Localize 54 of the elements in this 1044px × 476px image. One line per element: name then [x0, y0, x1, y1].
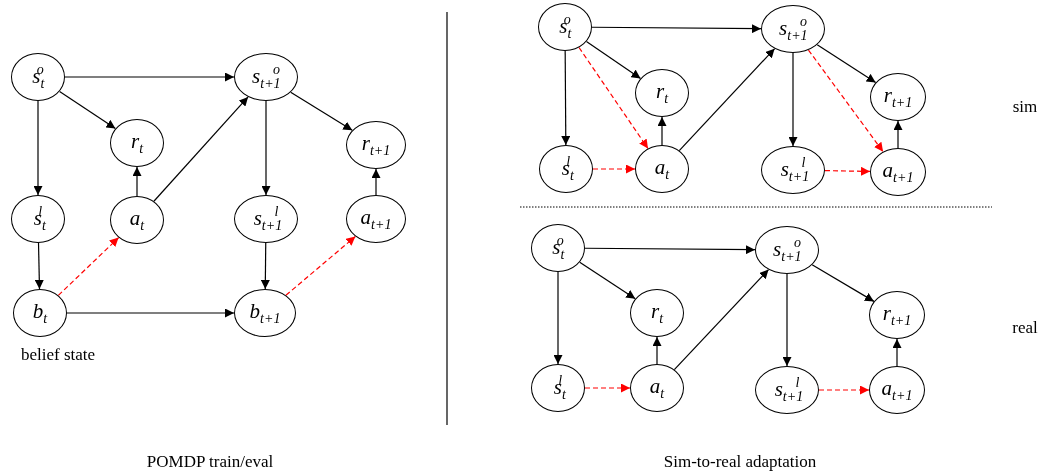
- variable-symbol: b$_{t}$: [32, 300, 48, 326]
- arrow: [818, 385, 870, 395]
- arrow: [579, 261, 636, 300]
- arrow: [553, 271, 563, 365]
- arrow: [132, 166, 142, 197]
- variable-symbol: a$_{t}$: [654, 156, 670, 182]
- panel-caption: Sim-to-real adaptation: [663, 452, 817, 472]
- node-caption: belief state: [20, 345, 96, 365]
- variable-symbol: r$_{t+1}$: [883, 84, 913, 110]
- variable-symbol: r$_{t+1}$: [882, 302, 912, 328]
- variable-symbol: r$_{t}$: [650, 300, 664, 326]
- arrow: [578, 46, 649, 150]
- arrow: [153, 96, 249, 202]
- variable-symbol: a$_{t+1}$: [881, 377, 913, 403]
- arrow: [584, 383, 631, 393]
- arrow: [64, 72, 235, 82]
- arrow: [290, 91, 353, 131]
- arrow: [788, 52, 798, 147]
- row-label: real: [1012, 318, 1038, 338]
- arrow: [678, 48, 776, 152]
- variable-symbol: r$_{t}$: [655, 80, 669, 106]
- arrow: [811, 264, 875, 302]
- arrow: [892, 338, 902, 367]
- arrow: [585, 41, 642, 79]
- arrow: [652, 336, 662, 365]
- arrow: [260, 242, 270, 290]
- variable-symbol: r$_{t+1}$: [361, 132, 391, 158]
- arrow: [34, 242, 44, 290]
- variable-symbol: a$_{t+1}$: [882, 159, 914, 185]
- variable-symbol: r$_{t}$: [130, 130, 144, 156]
- arrow: [261, 100, 271, 196]
- arrow: [66, 308, 235, 318]
- variable-symbol: a$_{t+1}$: [360, 206, 392, 232]
- row-label: sim: [1012, 97, 1038, 117]
- arrow: [824, 166, 871, 176]
- arrow: [285, 235, 356, 296]
- arrow: [592, 164, 636, 174]
- variable-symbol: b$_{t+1}$: [249, 300, 281, 326]
- arrow: [591, 24, 762, 34]
- arrow: [816, 44, 877, 84]
- arrow: [371, 168, 381, 196]
- variable-symbol: a$_{t}$: [129, 207, 145, 233]
- arrow: [807, 49, 884, 153]
- arrow: [657, 116, 667, 146]
- arrow: [584, 245, 756, 255]
- arrow: [57, 237, 120, 296]
- arrow: [59, 90, 116, 130]
- arrow: [673, 269, 770, 371]
- arrow: [33, 100, 43, 196]
- arrow: [561, 50, 571, 146]
- panel-caption: POMDP train/eval: [146, 452, 274, 472]
- arrow: [782, 273, 792, 367]
- variable-symbol: a$_{t}$: [649, 375, 665, 401]
- arrow: [893, 120, 903, 149]
